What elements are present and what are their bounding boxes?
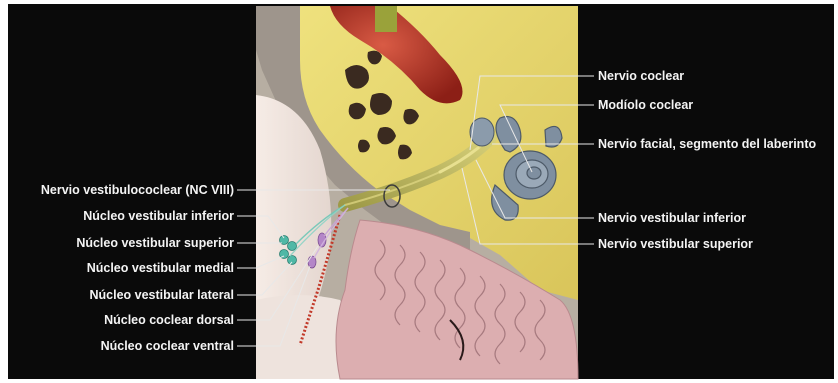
label-nucleo-coclear-ventral: Núcleo coclear ventral <box>101 339 234 353</box>
label-nucleo-coclear-dorsal: Núcleo coclear dorsal <box>104 313 234 327</box>
label-nucleo-vestibular-medial: Núcleo vestibular medial <box>87 261 234 275</box>
label-nervio-vestibular-inferior: Nervio vestibular inferior <box>598 211 746 225</box>
label-nervio-coclear: Nervio coclear <box>598 69 684 83</box>
label-nervio-facial-segmento-laberinto: Nervio facial, segmento del laberinto <box>598 137 816 151</box>
illustration-area <box>256 6 578 379</box>
label-nervio-vestibular-superior: Nervio vestibular superior <box>598 237 753 251</box>
label-nucleo-vestibular-superior: Núcleo vestibular superior <box>76 236 234 250</box>
label-nervio-vestibulococlear: Nervio vestibulococlear (NC VIII) <box>41 183 234 197</box>
label-nucleo-vestibular-lateral: Núcleo vestibular lateral <box>89 288 234 302</box>
label-modiolo-coclear: Modíolo coclear <box>598 98 693 112</box>
label-nucleo-vestibular-inferior: Núcleo vestibular inferior <box>83 209 234 223</box>
vessel-branch <box>375 6 397 32</box>
